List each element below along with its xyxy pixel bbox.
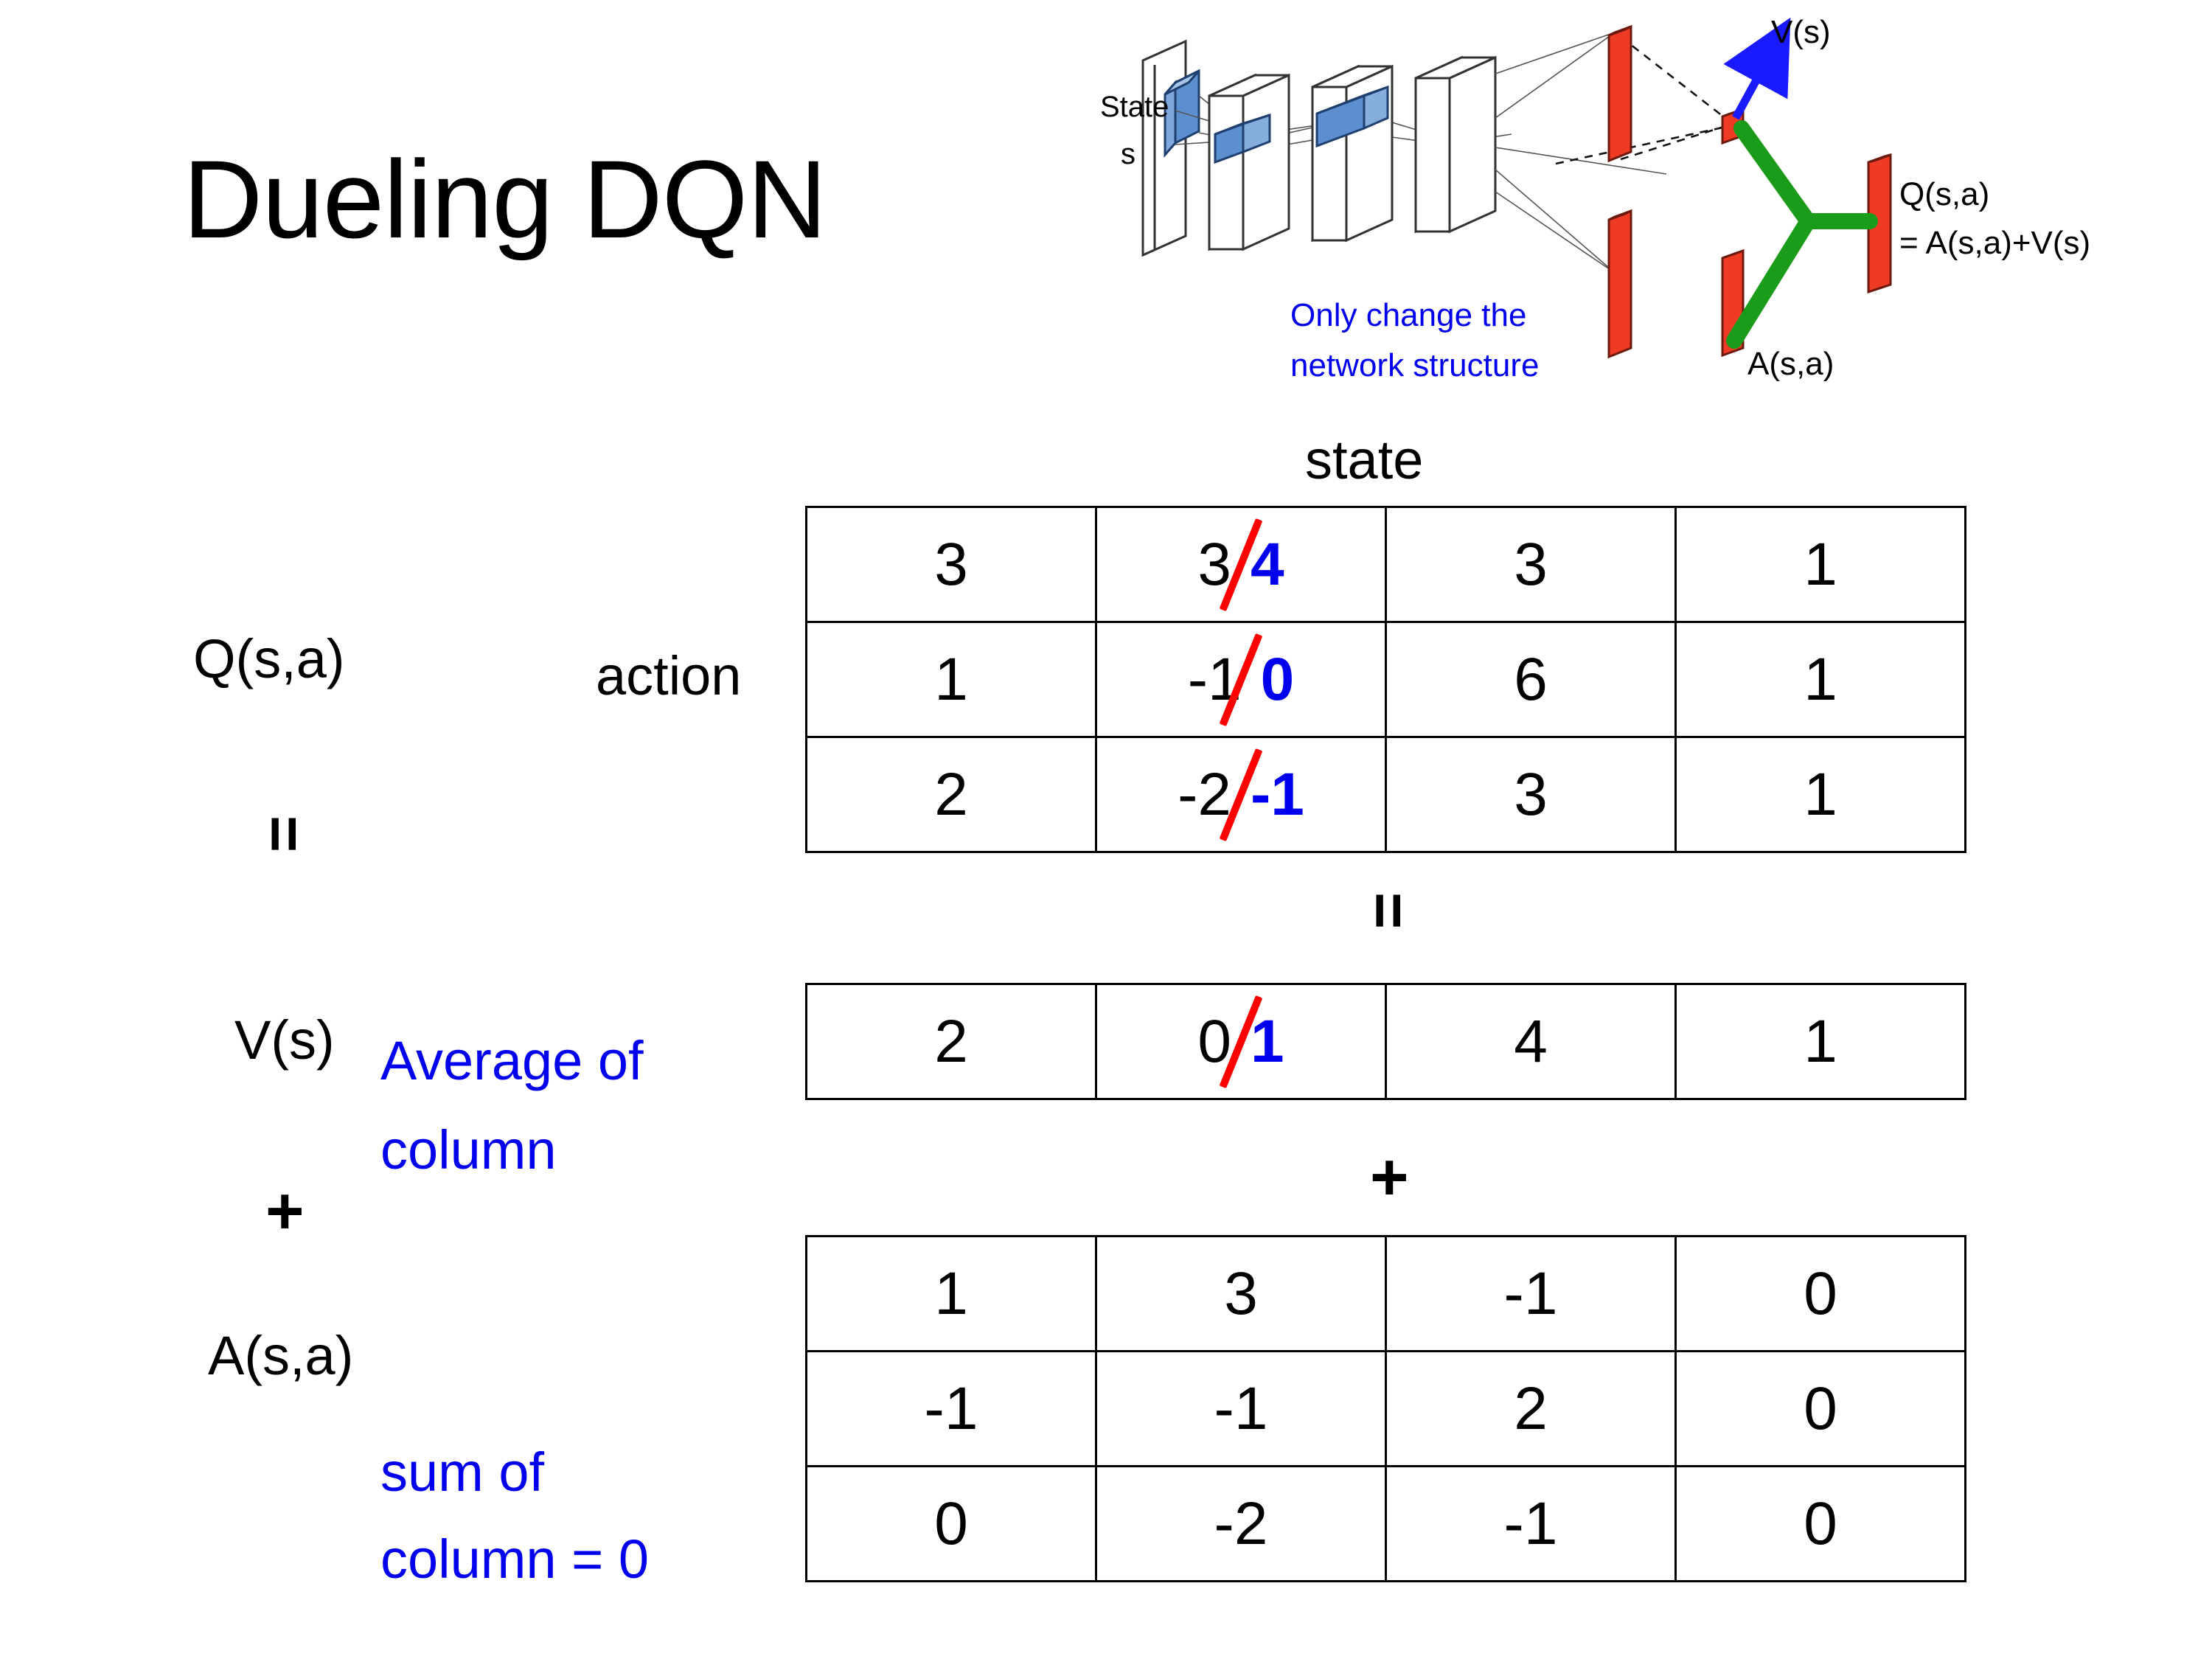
q-cell-r2c2: 3	[1385, 736, 1677, 853]
plus-sign-v-to-a: +	[265, 1175, 305, 1248]
diagram-q-label-line1: Q(s,a)	[1899, 176, 1989, 212]
a-cell-r0c0: 1	[805, 1235, 1097, 1352]
q-cell-r2c3: 1	[1674, 736, 1966, 853]
v-cell-r0c2: 4	[1385, 983, 1677, 1100]
a-note-line1: sum of	[380, 1441, 545, 1503]
a-cell-r2c3: 0	[1674, 1465, 1966, 1582]
diagram-value-label: V(s)	[1771, 14, 1831, 50]
a-cell-r0c2: -1	[1385, 1235, 1677, 1352]
table-row: -1 -1 2 0	[805, 1350, 1966, 1467]
a-matrix-name-label: A(s,a)	[208, 1325, 354, 1386]
action-axis-label: action	[596, 645, 742, 706]
diagram-q-label-line2: = A(s,a)+V(s)	[1899, 225, 2090, 261]
a-cell-r2c2: -1	[1385, 1465, 1677, 1582]
diagram-note-line2: network structure	[1290, 347, 1539, 383]
a-matrix: 1 3 -1 0 -1 -1 2 0 0 -2 -1 0	[805, 1235, 1966, 1582]
v-cell-r0c1-old: 0	[1197, 1007, 1231, 1075]
v-vector-name-label: V(s)	[234, 1009, 335, 1071]
q-cell-r0c2: 3	[1385, 506, 1677, 623]
q-cell-r0c3: 1	[1674, 506, 1966, 623]
a-cell-r1c0: -1	[805, 1350, 1097, 1467]
page-title: Dueling DQN	[183, 137, 827, 261]
dueling-network-diagram: State s V(s) A(s,a) Q(s,a) = A(s,a)+V(s)…	[1099, 7, 2205, 406]
q-cell-r1c2: 6	[1385, 621, 1677, 738]
v-note-line2: column	[380, 1119, 557, 1180]
q-cell-r1c0: 1	[805, 621, 1097, 738]
equals-sign-q-to-v: =	[248, 815, 320, 853]
q-cell-r0c1-new: 4	[1251, 530, 1284, 598]
a-cell-r1c2: 2	[1385, 1350, 1677, 1467]
a-note-line2: column = 0	[380, 1528, 650, 1590]
q-cell-r2c1-old: -2	[1178, 760, 1231, 828]
a-cell-r1c1: -1	[1095, 1350, 1387, 1467]
q-cell-r2c0: 2	[805, 736, 1097, 853]
a-cell-r2c0: 0	[805, 1465, 1097, 1582]
q-cell-r1c3: 1	[1674, 621, 1966, 738]
v-cell-r0c1-new: 1	[1251, 1007, 1284, 1075]
q-matrix-name-label: Q(s,a)	[193, 628, 345, 689]
q-cell-r0c1-old: 3	[1197, 530, 1231, 598]
table-row: 1 3 -1 0	[805, 1235, 1966, 1352]
v-cell-r0c3: 1	[1674, 983, 1966, 1100]
a-cell-r1c3: 0	[1674, 1350, 1966, 1467]
q-cell-r1c1-new: 0	[1260, 645, 1295, 713]
q-cell-r0c0: 3	[805, 506, 1097, 623]
table-row: 2 -2 -1 3 1	[805, 736, 1966, 853]
a-cell-r0c1: 3	[1095, 1235, 1387, 1352]
table-row: 0 -2 -1 0	[805, 1465, 1966, 1582]
q-cell-r2c1-new: -1	[1251, 760, 1304, 828]
state-axis-label: state	[1305, 429, 1424, 490]
equals-sign-under-q: =	[1353, 891, 1425, 930]
diagram-note-line1: Only change the	[1290, 297, 1526, 333]
diagram-state-label-line2: s	[1121, 138, 1135, 170]
diagram-advantage-label: A(s,a)	[1747, 346, 1834, 382]
a-cell-r2c1: -2	[1095, 1465, 1387, 1582]
v-note-line1: Average of	[380, 1030, 644, 1091]
plus-sign-under-v: +	[1370, 1141, 1409, 1214]
v-cell-r0c0: 2	[805, 983, 1097, 1100]
q-cell-r2c1: -2 -1	[1095, 736, 1387, 853]
a-cell-r0c3: 0	[1674, 1235, 1966, 1352]
diagram-state-label-line1: State	[1100, 91, 1169, 123]
